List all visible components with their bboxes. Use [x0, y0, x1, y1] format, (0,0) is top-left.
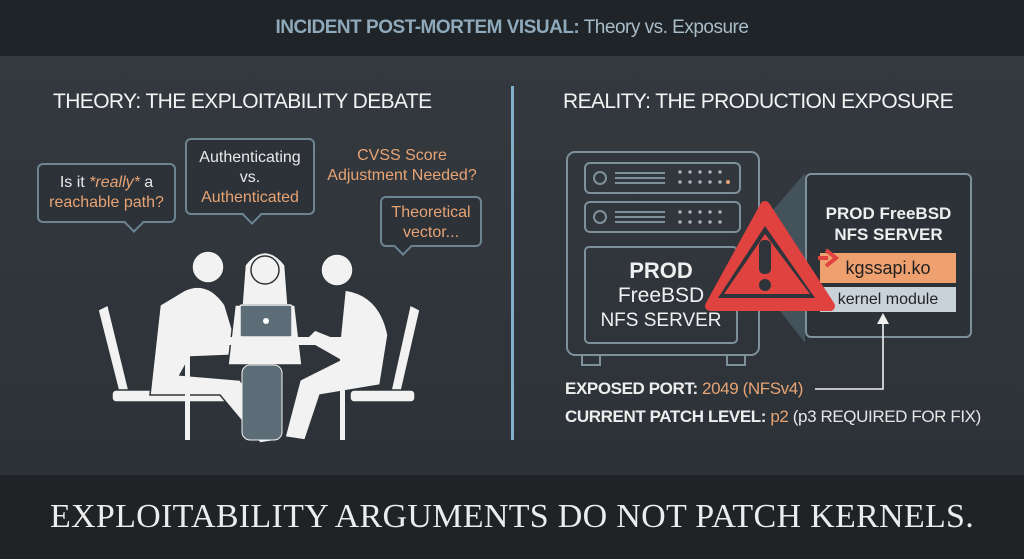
thought-text: Adjustment Needed? — [327, 167, 477, 184]
patch-note: (p3 REQUIRED FOR FIX) — [792, 407, 981, 426]
port-label: EXPOSED PORT: — [565, 379, 698, 398]
warning-icon — [705, 201, 840, 311]
bubble-text: a — [139, 174, 154, 191]
bubble-text: Theoretical — [391, 204, 471, 221]
exposed-port-line: EXPOSED PORT: 2049 (NFSv4) — [565, 379, 803, 399]
header-title-rest: Theory vs. Exposure — [583, 17, 749, 38]
bubble-text: reachable path? — [49, 194, 164, 211]
table-leg — [340, 345, 345, 440]
chair-right — [389, 303, 421, 398]
chair-seat — [349, 389, 416, 403]
bubble-text: vs. — [239, 169, 261, 186]
port-value: 2049 (NFSv4) — [702, 379, 804, 398]
person-left-head — [191, 250, 225, 284]
speech-bubble-theoretical: Theoretical vector... — [380, 196, 482, 256]
meeting-illustration — [97, 250, 421, 444]
cvss-thought: CVSS Score Adjustment Needed? — [322, 146, 482, 186]
callout-title: PROD FreeBSD NFS SERVER — [807, 203, 970, 245]
chair-left — [97, 303, 131, 398]
person-right-body — [284, 289, 389, 441]
bubble-line: Is it *really* a — [39, 173, 174, 193]
callout-title-line: PROD FreeBSD — [825, 204, 952, 223]
bubble-text: Is it — [59, 174, 90, 191]
patch-label: CURRENT PATCH LEVEL: — [565, 407, 767, 426]
laptop-logo — [263, 318, 269, 324]
server-label-os: FreeBSD — [617, 284, 705, 307]
reality-heading: REALITY: THE PRODUCTION EXPOSURE — [563, 90, 954, 113]
speech-bubble-reachable: Is it *really* a reachable path? — [37, 163, 176, 233]
header-banner: INCIDENT POST-MORTEM VISUAL: Theory vs. … — [0, 0, 1024, 56]
person-center-legs — [241, 364, 283, 441]
table-top — [170, 337, 360, 345]
thought-text: CVSS Score — [357, 147, 447, 164]
server-label-role: NFS SERVER — [600, 310, 722, 331]
module-type-badge: kernel module — [820, 287, 956, 312]
footer-banner: EXPLOITABILITY ARGUMENTS DO NOT PATCH KE… — [0, 475, 1024, 559]
theory-heading: THEORY: THE EXPLOITABILITY DEBATE — [53, 90, 432, 113]
patch-value: p2 — [770, 407, 789, 426]
server-rack-icon — [566, 151, 760, 366]
port-arrow — [815, 313, 889, 390]
speech-bubble-auth: Authenticating vs. Authenticated — [185, 138, 315, 225]
table-leg — [185, 345, 190, 440]
server-label: PROD FreeBSD NFS SERVER — [585, 258, 737, 333]
bubble-text: vector... — [402, 224, 460, 241]
person-right-head — [320, 253, 354, 287]
header-title-bold: INCIDENT POST-MORTEM VISUAL: — [275, 17, 580, 38]
patch-level-line: CURRENT PATCH LEVEL: p2 (p3 REQUIRED FOR… — [565, 407, 981, 427]
module-name-badge: kgssapi.ko — [820, 253, 956, 283]
server-label-prod: PROD — [629, 258, 693, 283]
bubble-text: Authenticated — [201, 189, 299, 206]
section-divider — [511, 86, 514, 440]
bubble-text: Authenticating — [199, 149, 301, 166]
person-center-head — [250, 255, 280, 285]
callout-title-line: NFS SERVER — [834, 225, 943, 244]
bubble-emphasis: *really* — [89, 174, 140, 191]
